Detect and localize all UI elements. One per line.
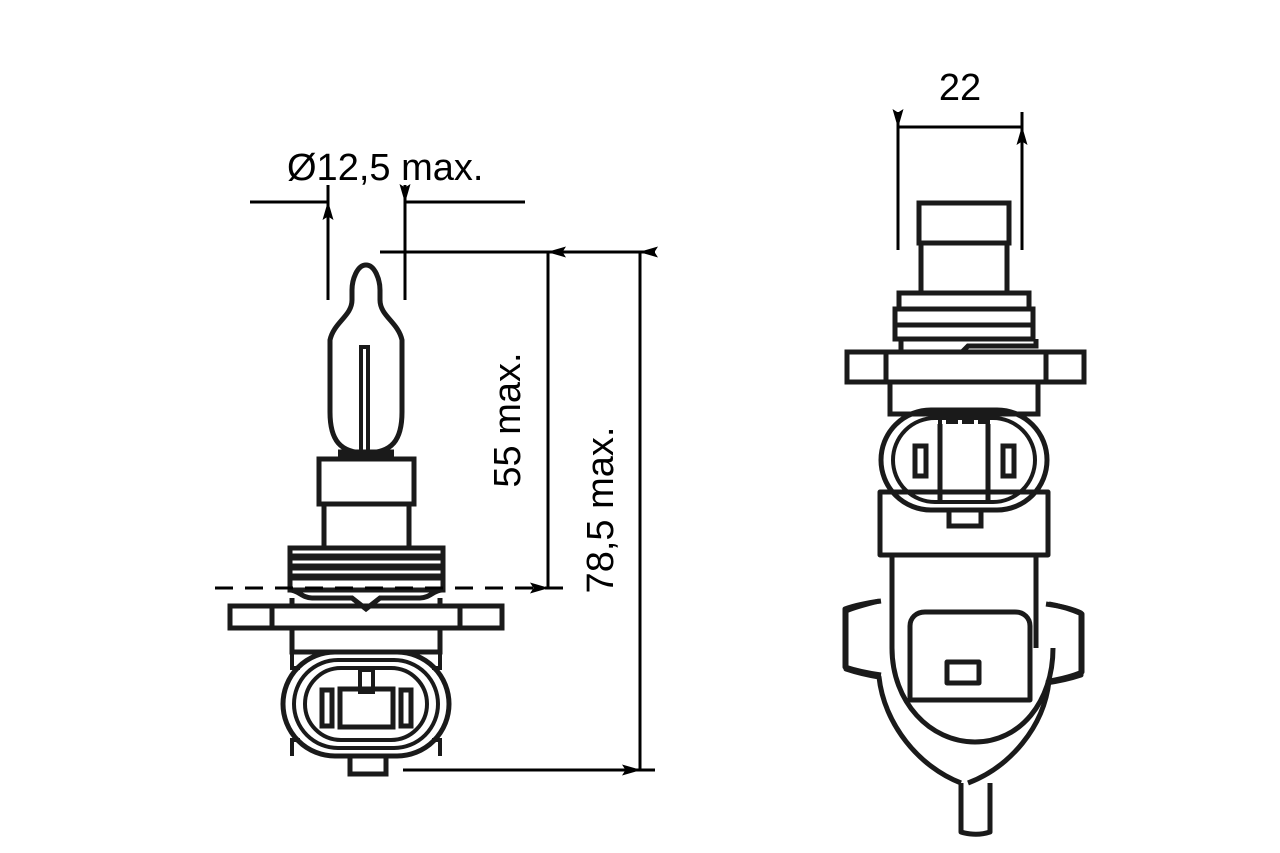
connector-key-tab (358, 668, 375, 694)
base-width-dimension-label: 22 (939, 67, 981, 109)
end-view-inner-body (889, 647, 1056, 745)
connector-terminal-block (337, 686, 396, 730)
end-view-bayonet-left (843, 598, 962, 786)
side-elevation-view (844, 200, 1087, 529)
end-view-bayonet-right (967, 601, 1085, 786)
side-view-dimensions (892, 109, 1028, 250)
base-ribbed-shell (287, 545, 446, 593)
end-view-cap (877, 489, 1051, 558)
dimension-labels: Ø12,5 max. 55 max. 78,5 max. 22 (287, 67, 981, 593)
connector-bracket-top-left (290, 652, 300, 670)
base-flange-plate (289, 587, 443, 613)
front-view-dimensions (215, 184, 658, 776)
bulb-glass-envelope (327, 262, 405, 456)
side-shell-step-3 (892, 322, 1036, 342)
base-end-view (842, 489, 1085, 837)
connector-housing-middle (292, 658, 440, 750)
diameter-dimension-label: Ø12,5 max. (287, 147, 483, 189)
connector-terminal-slot-right (398, 687, 414, 729)
connector-bottom-lug (347, 753, 389, 777)
end-view-inner-contour (907, 609, 1033, 703)
end-view-key-rect (944, 659, 982, 686)
side-terminal-slot-right (1000, 443, 1017, 479)
side-connector-bottom-lug (946, 507, 984, 529)
connector-bracket-top-right (432, 652, 442, 670)
length-785-dimension-label: 78,5 max. (580, 427, 622, 594)
length-55-dimension-label: 55 max. (487, 352, 529, 487)
connector-terminal-slot-left (319, 687, 335, 729)
connector-bracket-bottom-left (290, 738, 300, 756)
connector-bracket-bottom-right (432, 738, 442, 756)
side-connector-castellation (938, 412, 990, 424)
front-elevation-view (227, 262, 505, 777)
end-view-bayonet-bottom (958, 783, 993, 837)
side-terminal-slot-left (912, 443, 929, 479)
